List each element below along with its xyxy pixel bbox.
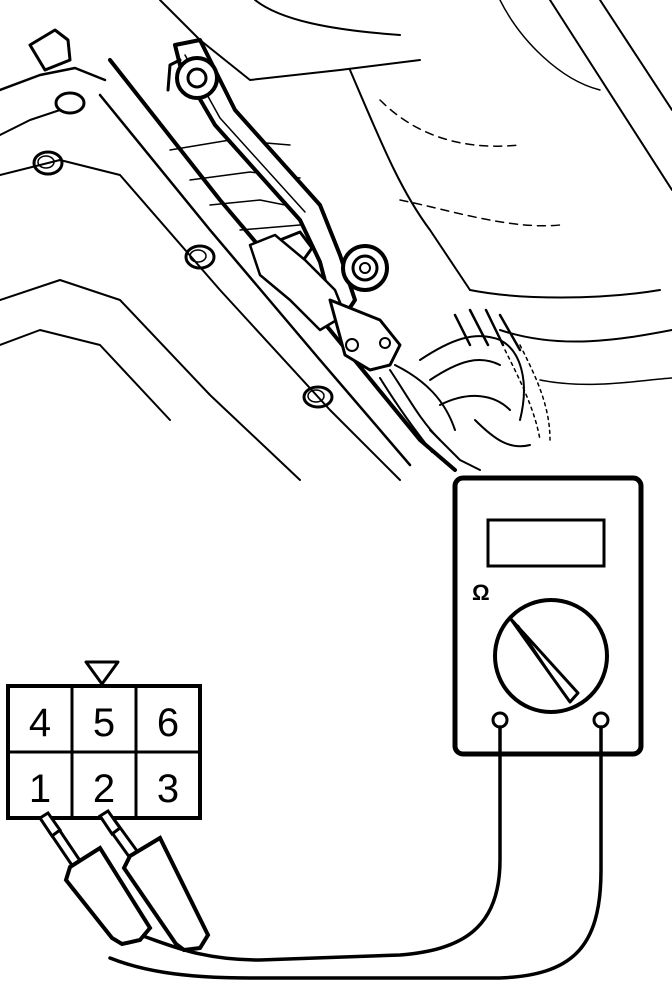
connector-face: 4 5 6 1 2 3 xyxy=(6,660,202,820)
ohm-unit-label: Ω xyxy=(472,580,490,605)
meter-display xyxy=(486,518,606,568)
engine-illustration xyxy=(0,0,672,481)
flange-bolt xyxy=(32,91,334,409)
meter-jack-left[interactable] xyxy=(491,711,509,729)
orientation-mark-icon xyxy=(84,660,120,686)
pin-label-2: 2 xyxy=(93,767,115,811)
test-leads xyxy=(108,725,603,980)
lead-wire-left xyxy=(138,725,502,962)
pin-label-1: 1 xyxy=(29,767,51,811)
lead-wire-right xyxy=(108,725,603,980)
pin-label-5: 5 xyxy=(93,701,115,745)
meter-jack-right[interactable] xyxy=(592,711,610,729)
wiring-harness xyxy=(379,308,551,471)
pin-label-6: 6 xyxy=(157,701,179,745)
selector-dial[interactable] xyxy=(493,598,609,714)
sensor-bracket xyxy=(166,38,402,372)
multimeter: Ω xyxy=(452,475,644,757)
pin-label-4: 4 xyxy=(29,701,51,745)
pin-label-3: 3 xyxy=(157,767,179,811)
